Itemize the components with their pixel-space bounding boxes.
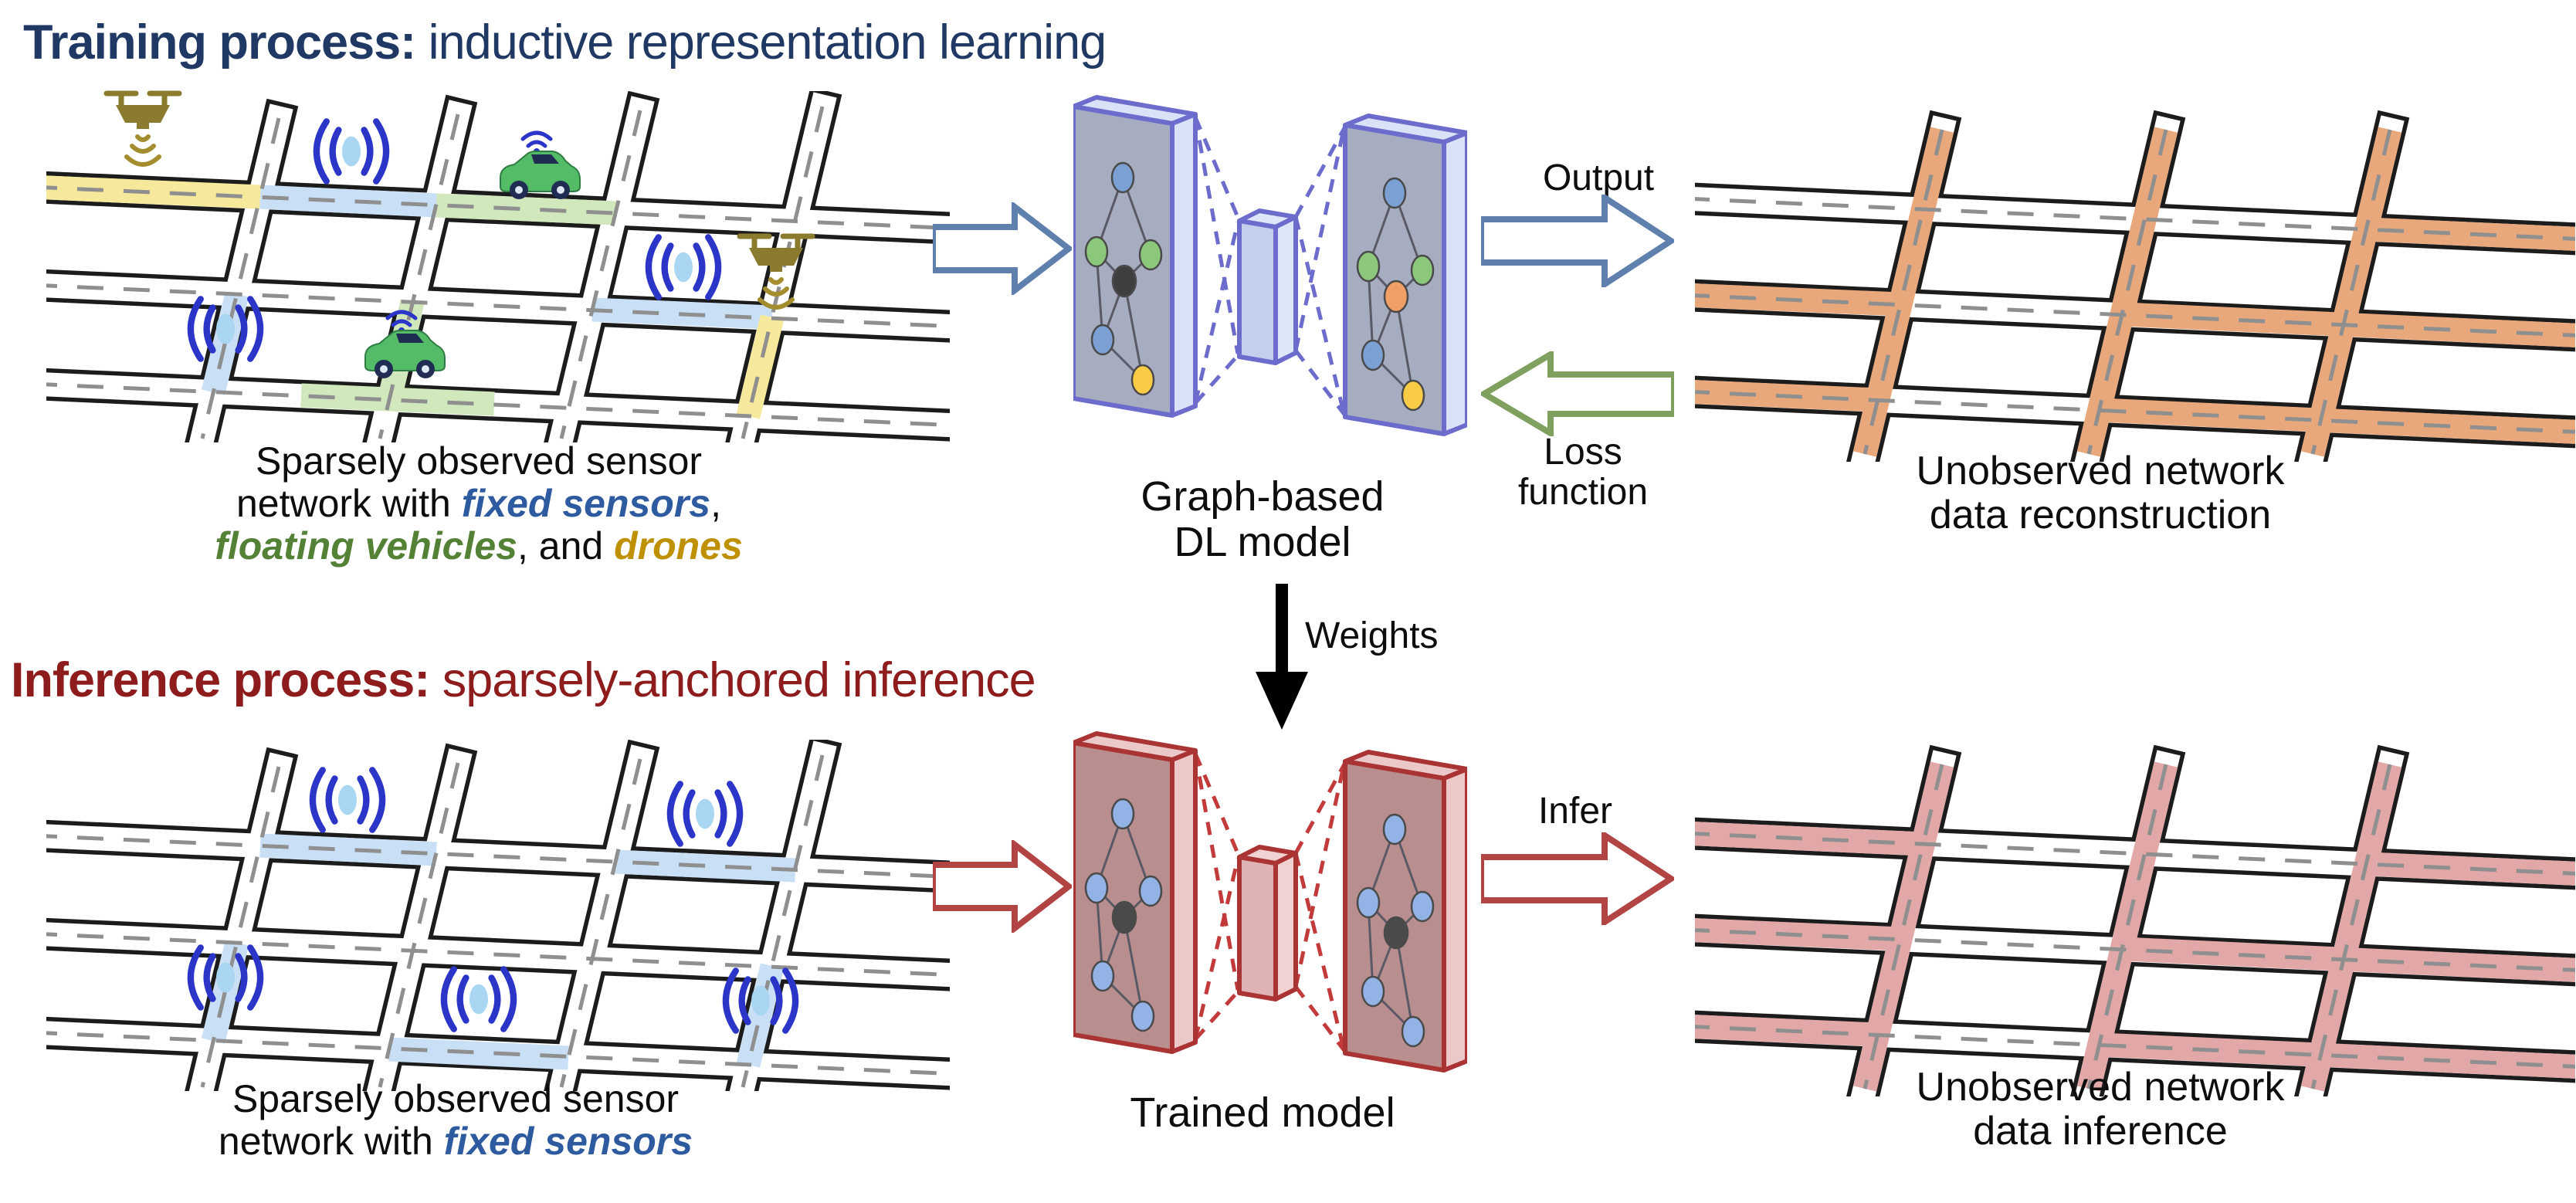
weights-arrow <box>1256 584 1308 730</box>
inference-input-arrow <box>933 840 1072 933</box>
road-center-lines <box>1695 764 2575 1089</box>
wifi-sensor-icon <box>440 966 517 1032</box>
road-center-lines <box>1695 129 2575 455</box>
trained-model-caption: Trained model <box>1130 1089 1395 1136</box>
output-graph-panel <box>1343 114 1467 436</box>
reconstructed-segment-highlights <box>1695 127 2575 457</box>
wifi-sensor-icon <box>645 234 722 300</box>
inference-title-subtitle: sparsely-anchored inference <box>429 653 1036 707</box>
input-graph-panel <box>1073 95 1198 418</box>
input-graph-panel <box>1073 731 1198 1054</box>
caption-line: network with fixed sensors <box>108 1120 803 1163</box>
training-title: Training process: inductive representati… <box>23 15 1107 69</box>
weights-arrow-label: Weights <box>1305 615 1439 656</box>
encoder-decoder-dashed-links <box>1193 117 1347 417</box>
caption-line: Graph-based <box>1141 473 1385 520</box>
caption-text: network with <box>218 1120 444 1163</box>
fixed-sensors-text: fixed sensors <box>461 482 711 525</box>
road-center-lines <box>46 106 950 439</box>
input-graph <box>1084 161 1163 396</box>
graph-dl-model-caption: Graph-based DL model <box>1089 473 1436 566</box>
bottleneck-panel <box>1237 845 1298 1001</box>
caption-line: DL model <box>1174 519 1351 566</box>
caption-line: floating vehicles, and drones <box>108 525 849 568</box>
output-graph <box>1356 813 1435 1048</box>
inference-input-caption: Sparsely observed sensor network with fi… <box>108 1078 803 1163</box>
infer-arrow-label: Infer <box>1537 791 1613 832</box>
training-input-arrow <box>933 202 1072 295</box>
reconstruction-road-network <box>1695 110 2575 462</box>
fixed-sensors-text: fixed sensors <box>443 1120 693 1163</box>
wifi-sensor-icon <box>187 296 264 362</box>
caption-line: network with fixed sensors, <box>108 483 849 525</box>
car-icon <box>364 310 446 378</box>
loss-arrow <box>1481 351 1674 436</box>
caption-line: Sparsely observed sensor <box>232 1077 680 1120</box>
caption-line: Sparsely observed sensor <box>255 439 703 483</box>
training-input-caption: Sparsely observed sensor network with fi… <box>108 440 849 568</box>
output-graph <box>1356 177 1435 412</box>
wifi-sensor-icon <box>666 781 744 847</box>
loss-arrow-label: Loss function <box>1517 432 1649 513</box>
wifi-sensor-icon <box>722 967 799 1034</box>
caption-text: , and <box>517 524 615 568</box>
graph-dl-model <box>1073 95 1467 436</box>
wifi-sensor-icon <box>187 944 264 1011</box>
output-arrow <box>1481 195 1674 287</box>
inference-title-strong: Inference process: <box>11 653 430 707</box>
caption-line: data inference <box>1973 1109 2228 1154</box>
drones-text: drones <box>614 524 743 568</box>
wifi-sensor-icon <box>309 767 386 833</box>
inference-output-caption: Unobserved network data inference <box>1753 1065 2448 1154</box>
caption-line: Unobserved network <box>1916 449 2285 493</box>
bottleneck-panel <box>1237 208 1298 365</box>
caption-line: data reconstruction <box>1929 493 2272 538</box>
caption-text: network with <box>236 482 462 525</box>
inference-output-road-network <box>1695 744 2575 1096</box>
reconstruction-caption: Unobserved network data reconstruction <box>1753 449 2448 537</box>
training-title-subtitle: inductive representation learning <box>415 15 1107 69</box>
input-graph <box>1084 798 1163 1032</box>
inference-title: Inference process: sparsely-anchored inf… <box>11 653 1036 707</box>
output-graph-panel <box>1343 750 1467 1073</box>
trained-model <box>1073 731 1467 1073</box>
training-title-strong: Training process: <box>23 15 416 69</box>
floating-vehicles-text: floating vehicles <box>215 524 517 568</box>
drone-icon <box>737 233 815 310</box>
road-center-lines <box>46 754 950 1088</box>
caption-line: Unobserved network <box>1916 1065 2285 1110</box>
encoder-decoder-dashed-links <box>1193 753 1347 1053</box>
drone-icon <box>103 90 182 167</box>
infer-arrow <box>1481 832 1674 925</box>
inferred-segment-highlights <box>1695 761 2575 1092</box>
output-arrow-label: Output <box>1542 158 1655 198</box>
car-icon <box>500 130 581 199</box>
wifi-sensor-icon <box>313 118 390 185</box>
inference-input-road-network <box>46 740 950 1091</box>
caption-text: , <box>710 482 722 525</box>
training-input-road-network <box>46 91 950 442</box>
